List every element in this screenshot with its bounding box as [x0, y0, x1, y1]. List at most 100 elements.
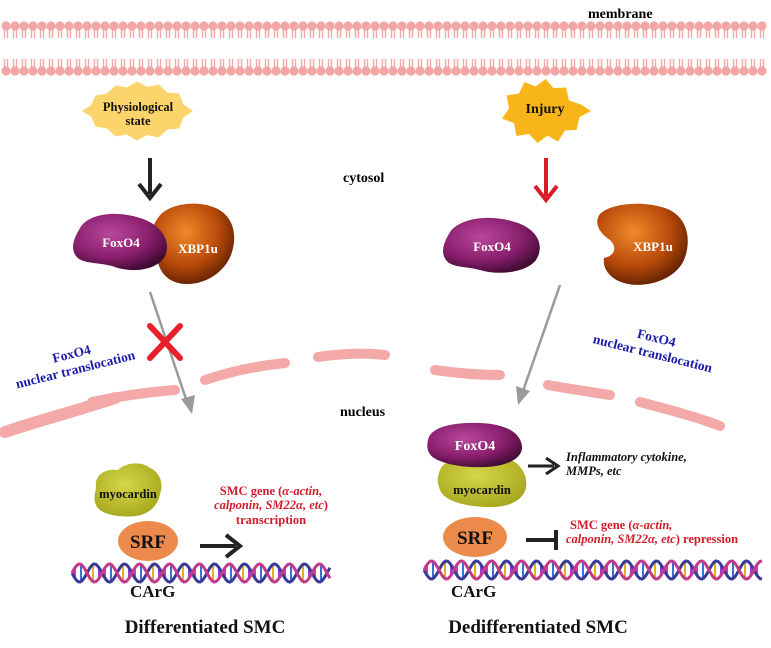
lipid-head [64, 21, 74, 31]
lipid-head [460, 21, 470, 31]
lipid-head [703, 66, 713, 76]
dna-strand [422, 559, 763, 581]
lipid-head [568, 66, 578, 76]
lipid-head [496, 66, 506, 76]
lipid-head [298, 66, 308, 76]
lipid-head [208, 66, 218, 76]
lipid-head [685, 66, 695, 76]
lipid-head [226, 21, 236, 31]
lipid-head [577, 21, 587, 31]
lipid-head [145, 66, 155, 76]
physiological-arrow [137, 158, 163, 202]
lipid-head [235, 66, 245, 76]
lipid-head [523, 66, 533, 76]
lipid-head [361, 21, 371, 31]
lipid-head [19, 21, 29, 31]
lipid-head [424, 21, 434, 31]
physiological-state-star [82, 81, 193, 141]
lipid-head [532, 66, 542, 76]
lipid-head [181, 66, 191, 76]
smc-gene-repression-text: SMC gene (α-actin, calponin, SM22α, etc)… [566, 518, 739, 547]
lipid-head [514, 66, 524, 76]
dna-strand [70, 562, 332, 584]
lipid-head [586, 21, 596, 31]
dna-helix-left [70, 562, 332, 584]
lipid-head [721, 21, 731, 31]
lipid-head [397, 21, 407, 31]
lipid-head [190, 21, 200, 31]
inflammatory-line1: Inflammatory cytokine, [566, 450, 687, 464]
lipid-head [298, 21, 308, 31]
lipid-head [82, 66, 92, 76]
lipid-head [658, 66, 668, 76]
lipid-head [307, 21, 317, 31]
lipid-head [307, 66, 317, 76]
lipid-head [325, 66, 335, 76]
lipid-head [55, 66, 65, 76]
lipid-head [289, 66, 299, 76]
lipid-head [136, 21, 146, 31]
lipid-head [685, 21, 695, 31]
lipid-head [730, 66, 740, 76]
lipid-head [82, 21, 92, 31]
physiological-line2: state [125, 114, 151, 129]
lipid-head [469, 21, 479, 31]
lipid-head [127, 66, 137, 76]
lipid-head [658, 21, 668, 31]
lipid-head [37, 66, 47, 76]
lipid-head [73, 21, 83, 31]
injury-label: Injury [525, 102, 565, 117]
lipid-head [631, 21, 641, 31]
lipid-head [253, 21, 263, 31]
lipid-head [316, 21, 326, 31]
repression-inhibitor [526, 530, 558, 550]
lipid-head [433, 66, 443, 76]
lipid-head [10, 21, 20, 31]
lipid-head [280, 21, 290, 31]
lipid-head [487, 21, 497, 31]
membrane-label: membrane [588, 7, 653, 22]
lipid-head [316, 66, 326, 76]
lipid-head [496, 21, 506, 31]
foxo4-label-left: FoxO4 [102, 235, 140, 250]
lipid-head [361, 66, 371, 76]
lipid-head [100, 21, 110, 31]
lipid-head [208, 21, 218, 31]
lipid-head [109, 21, 119, 31]
foxo4-protein-right [443, 217, 540, 273]
lipid-head [550, 66, 560, 76]
cytosol-label: cytosol [343, 171, 385, 186]
lipid-head [244, 66, 254, 76]
dna-helix-right [422, 559, 763, 581]
nuclear-envelope [0, 348, 725, 438]
carg-label-right: CArG [451, 582, 497, 601]
lipid-head [694, 21, 704, 31]
lipid-head [91, 21, 101, 31]
lipid-head [730, 21, 740, 31]
lipid-head [649, 21, 659, 31]
transcription-arrow [200, 533, 244, 559]
lipid-head [163, 66, 173, 76]
lipid-head [586, 66, 596, 76]
lipid-head [469, 66, 479, 76]
lipid-head [712, 66, 722, 76]
lipid-head [199, 21, 209, 31]
lipid-head [352, 66, 362, 76]
lipid-head [199, 66, 209, 76]
lipid-head [505, 66, 515, 76]
lipid-head [235, 21, 245, 31]
lipid-head [712, 21, 722, 31]
smc-gene-transcription-text: SMC gene (α-actin, calponin, SM22α, etc)… [214, 484, 328, 527]
injury-arrow [533, 158, 559, 204]
lipid-head [118, 21, 128, 31]
lipid-head [424, 66, 434, 76]
lipid-head [343, 21, 353, 31]
inflammatory-text: Inflammatory cytokine, MMPs, etc [566, 450, 687, 479]
lipid-head [262, 66, 272, 76]
lipid-head [595, 21, 605, 31]
lipid-head [280, 66, 290, 76]
lipid-head [748, 21, 758, 31]
srf-left [118, 521, 178, 561]
lipid-head [649, 66, 659, 76]
